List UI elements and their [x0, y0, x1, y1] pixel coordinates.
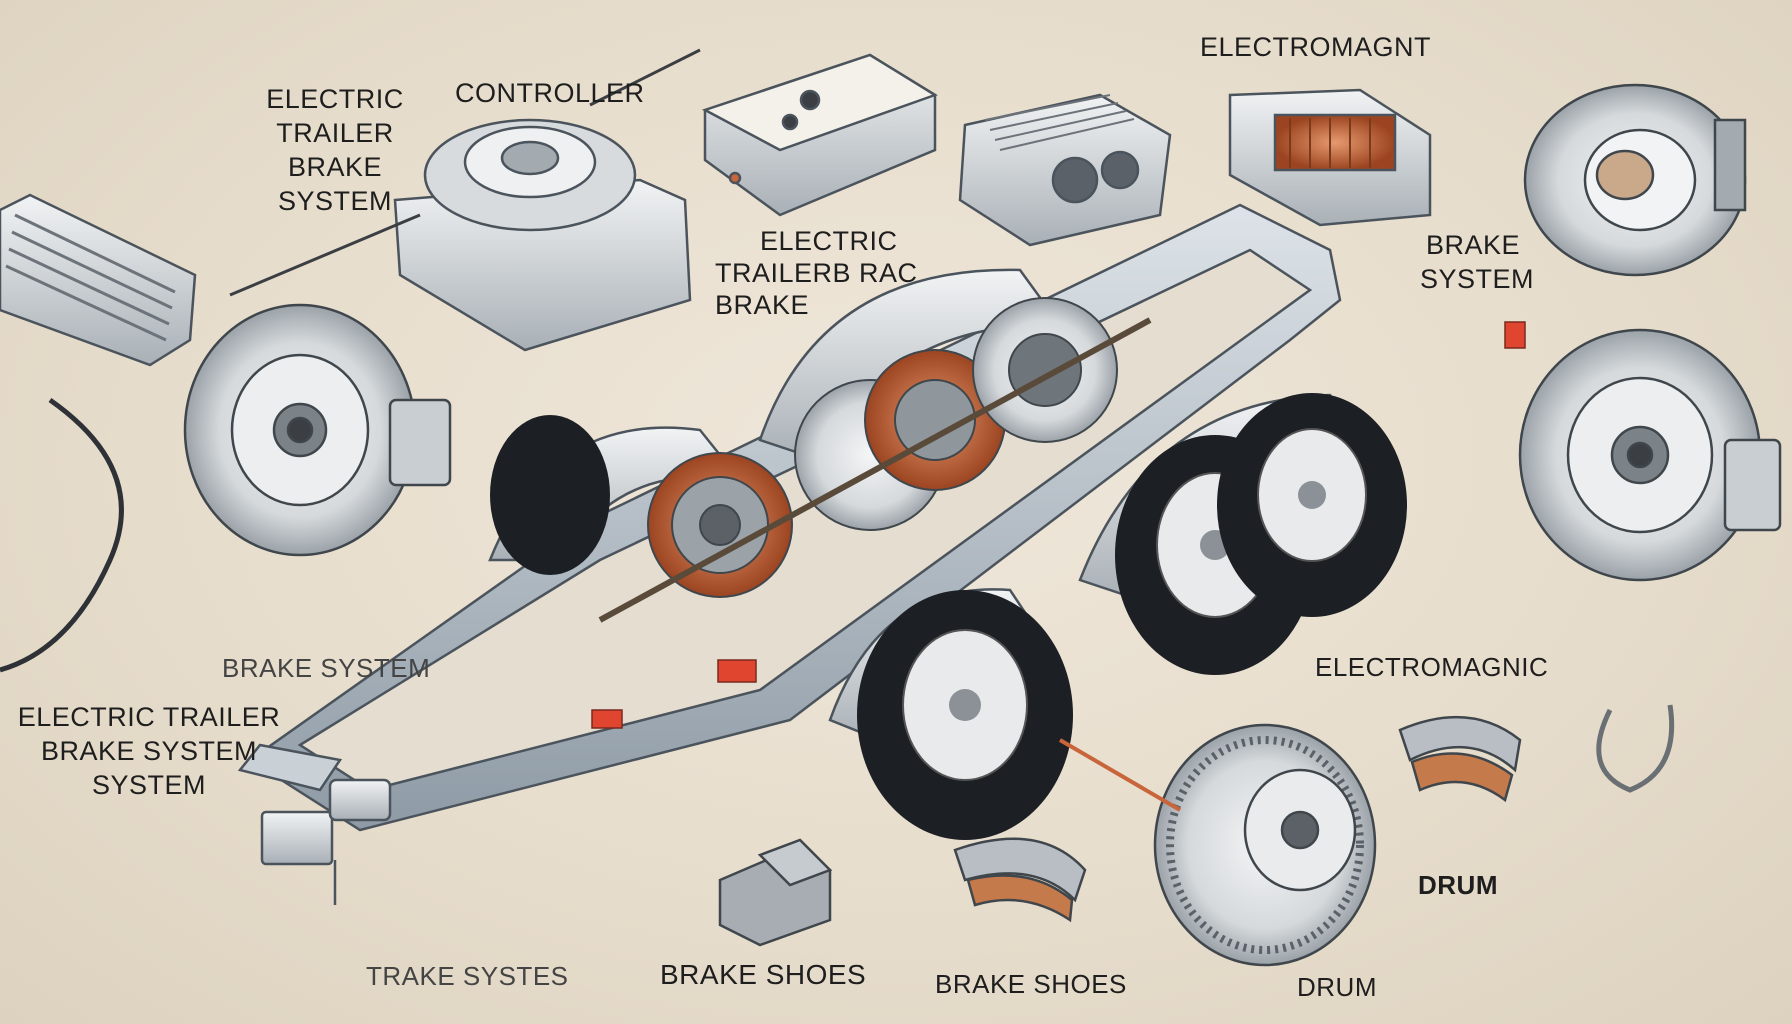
left-brake-drum — [183, 303, 452, 557]
controller-cable — [229, 48, 701, 297]
label-drum-right: DRUM — [1418, 870, 1498, 900]
heatsink-block — [0, 193, 197, 367]
label-brake-system-right: BRAKE SYSTEM — [1420, 228, 1534, 296]
magnet-blocks — [718, 838, 833, 947]
label-electromagnet-top: ELECTROMAGNT — [1200, 32, 1432, 62]
label-system-title-3: BRAKE — [287, 152, 383, 182]
label-system-title-2: TRAILER — [276, 118, 394, 148]
spring-clip — [1596, 704, 1675, 793]
wheel-rear-left — [857, 590, 1073, 840]
label-electromagnetic: ELECTROMAGNIC — [1315, 652, 1549, 682]
label-electric-trailer-left-1: ELECTRIC TRAILER — [17, 702, 281, 732]
label-brake-shoes-1: BRAKE SHOES — [660, 959, 867, 990]
label-brake-system-right-2: SYSTEM — [1420, 264, 1535, 294]
wheel-front-left — [1217, 393, 1407, 617]
brake-module-housing — [393, 118, 692, 352]
label-electric-trailer-left: ELECTRIC TRAILER BRAKE SYSTEM SYSTEM — [14, 700, 284, 802]
label-system-title-1: ELECTRIC — [266, 84, 404, 114]
wheel-hidden — [490, 415, 610, 575]
electromagnet-unit — [1228, 88, 1432, 227]
label-electric-trailer-left-2: BRAKE SYSTEM — [40, 736, 258, 766]
label-controller: CONTROLLER — [455, 78, 645, 108]
label-mid-title-2: TRAILERB RAC — [715, 258, 918, 288]
axle-brake-assemblies — [598, 297, 1152, 623]
label-drum-bottom: DRUM — [1297, 972, 1377, 1002]
brake-shoe-right — [1398, 715, 1522, 803]
bottom-rotor — [1153, 723, 1377, 967]
label-electric-trailer-left-3: SYSTEM — [91, 770, 207, 800]
label-brake-shoes-2: BRAKE SHOES — [935, 969, 1127, 999]
wheels — [490, 393, 1407, 840]
tongue-coupler — [260, 778, 392, 905]
label-brake-system-left: BRAKE SYSTEM — [222, 653, 431, 683]
label-system-title: ELECTRIC TRAILER BRAKE SYSTEM — [250, 82, 420, 218]
frame-reflectors — [591, 321, 1526, 729]
bottom-cable — [1058, 738, 1182, 812]
actuator-unit — [958, 93, 1172, 247]
label-mid-title-1: ELECTRIC — [760, 226, 898, 256]
controller-box — [701, 53, 938, 217]
label-system-title-4: SYSTEM — [277, 186, 393, 216]
label-mid-title-3: BRAKE — [715, 290, 810, 320]
right-brake-drum — [1518, 328, 1782, 582]
label-brake-system-right-1: BRAKE — [1426, 230, 1521, 260]
left-cable — [0, 397, 124, 673]
label-trake-systes: TRAKE SYSTES — [366, 961, 569, 991]
label-mid-title: ELECTRIC TRAILERB RAC BRAKE — [715, 225, 918, 321]
brake-shoe-bottom — [953, 837, 1087, 923]
top-right-backing-plate — [1523, 83, 1747, 277]
